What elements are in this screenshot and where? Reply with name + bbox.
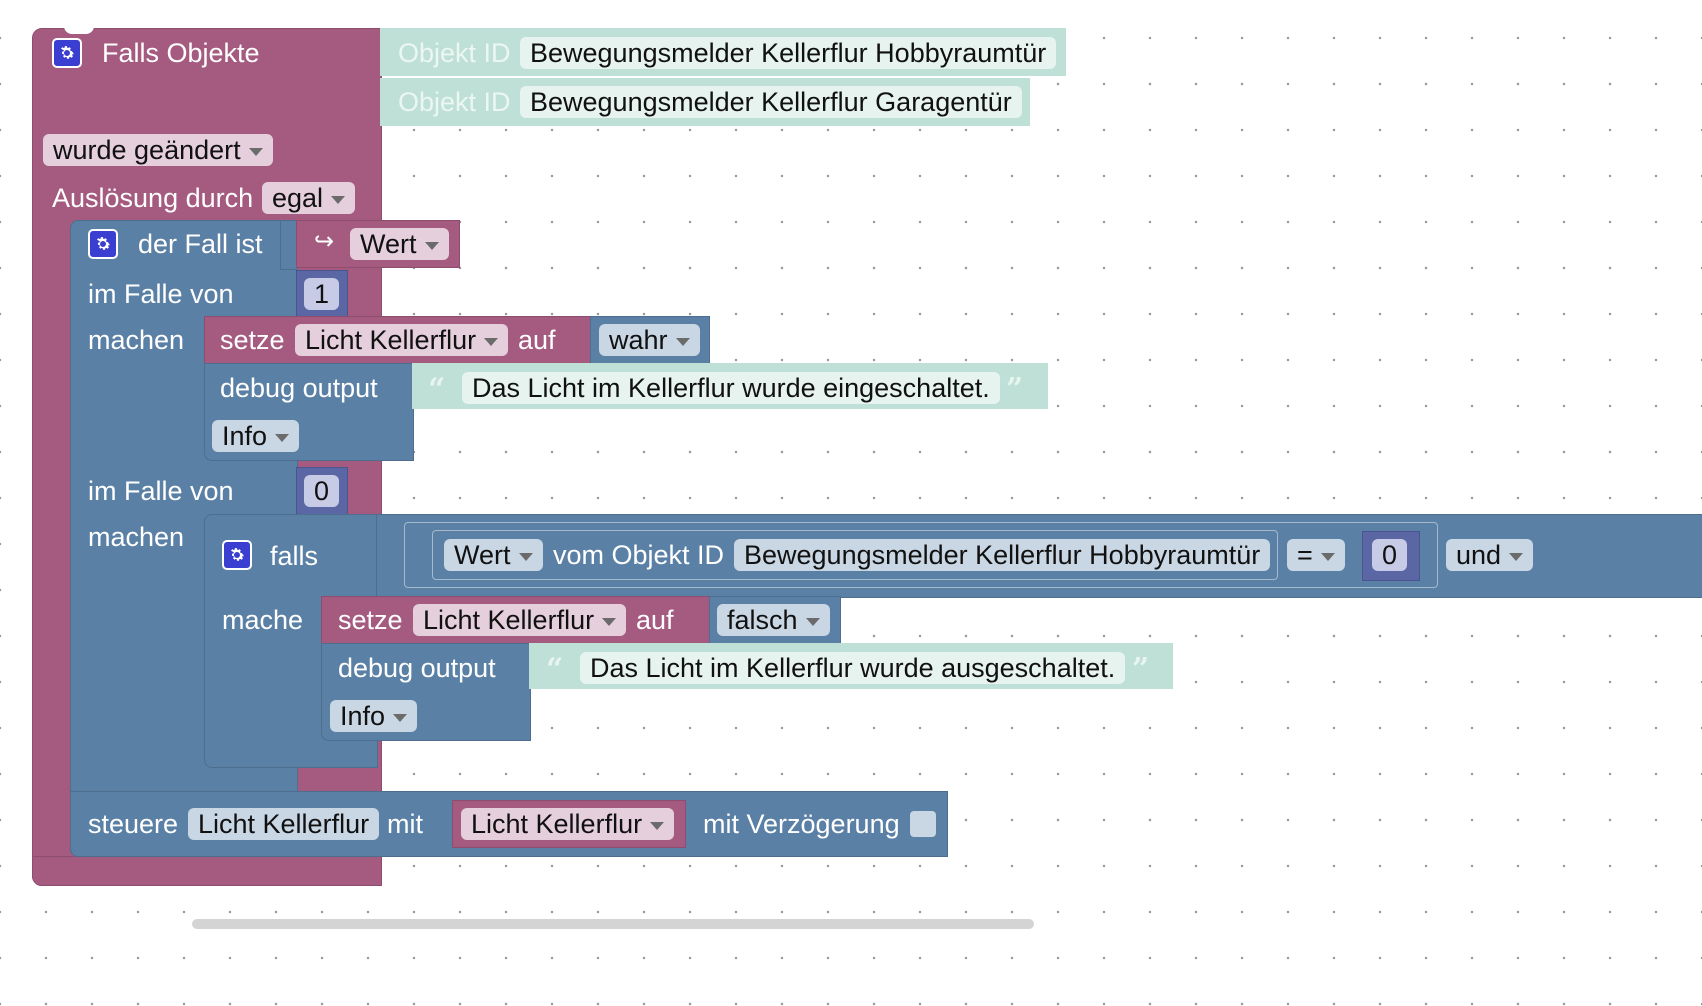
value-dropdown[interactable]: Wert [350, 228, 449, 260]
gear-icon [60, 46, 75, 59]
trigger-gear-icon[interactable] [52, 38, 82, 68]
horizontal-scrollbar[interactable] [192, 919, 1034, 929]
do-label-0: machen [88, 522, 185, 552]
case-label-1: im Falle von [88, 279, 234, 309]
chevron-down-icon [275, 433, 290, 442]
control-target-field[interactable]: Licht Kellerflur [188, 808, 380, 840]
chevron-down-icon [602, 617, 617, 626]
control-source-dropdown[interactable]: Licht Kellerflur [461, 808, 675, 840]
set-var-dropdown-0[interactable]: Licht Kellerflur [413, 604, 627, 636]
set-label-1: setze [220, 325, 285, 355]
debug-text-1[interactable]: Das Licht im Kellerflur wurde eingeschal… [462, 372, 1000, 404]
switch-gear-icon[interactable] [88, 229, 118, 259]
chevron-down-icon [424, 241, 439, 250]
bool-dropdown-1[interactable]: wahr [599, 324, 700, 356]
set-label-0: setze [338, 605, 403, 635]
chevron-down-icon [1509, 552, 1524, 561]
trigger-block-bottom [32, 856, 382, 886]
control-delay-label: mit Verzögerung [703, 809, 900, 839]
trigger-by-label: Auslösung durch [52, 183, 254, 213]
cond-number[interactable]: 0 [1372, 539, 1408, 571]
chevron-down-icon [1320, 552, 1335, 561]
to-label-1: auf [518, 325, 556, 355]
control-label: steuere [88, 809, 179, 839]
debug-label-1: debug output [220, 373, 378, 403]
case0-number[interactable]: 0 [304, 475, 340, 507]
debug-level-dropdown-1[interactable]: Info [212, 420, 300, 452]
switch-title: der Fall ist [138, 229, 263, 259]
case1-number[interactable]: 1 [304, 278, 340, 310]
set-var-dropdown-1[interactable]: Licht Kellerflur [295, 324, 509, 356]
chevron-down-icon [675, 337, 690, 346]
object-id-label-1: Objekt ID [398, 38, 511, 68]
logic-block-outline [404, 522, 1438, 588]
debug-label-0: debug output [338, 653, 496, 683]
trigger-by-dropdown[interactable]: egal [262, 182, 356, 214]
chevron-down-icon [650, 821, 665, 830]
chevron-down-icon [484, 337, 499, 346]
if-gear-icon[interactable] [222, 540, 252, 570]
chevron-down-icon [805, 617, 820, 626]
chevron-down-icon [518, 552, 533, 561]
cond-value-dropdown[interactable]: Wert [444, 539, 543, 571]
do-label-1: machen [88, 325, 185, 355]
gear-icon [230, 548, 245, 561]
gear-icon [96, 237, 111, 250]
cond-operator-dropdown[interactable]: = [1287, 539, 1345, 571]
quote-open-icon: “ [428, 372, 446, 407]
compare-block-outline [432, 530, 1278, 580]
chevron-down-icon [393, 713, 408, 722]
control-with-label: mit [387, 809, 423, 839]
quote-close-icon: ” [1132, 652, 1150, 687]
return-arrow-icon: ↪ [314, 228, 335, 255]
chevron-down-icon [331, 195, 346, 204]
quote-close-icon: ” [1006, 372, 1024, 407]
object-id-value-1[interactable]: Bewegungsmelder Kellerflur Hobbyraumtür [520, 37, 1057, 69]
bool-dropdown-0[interactable]: falsch [717, 604, 830, 636]
chevron-down-icon [248, 147, 263, 156]
condition-dropdown[interactable]: wurde geändert [43, 134, 273, 166]
debug-level-dropdown-0[interactable]: Info [330, 700, 418, 732]
if-label: falls [270, 541, 319, 571]
cond-from-label: vom Objekt ID [553, 540, 725, 570]
to-label-0: auf [636, 605, 674, 635]
logic-operator-dropdown[interactable]: und [1446, 539, 1534, 571]
cond-object-field[interactable]: Bewegungsmelder Kellerflur Hobbyraumtür [734, 539, 1271, 571]
trigger-title: Falls Objekte [102, 38, 260, 68]
object-id-label-2: Objekt ID [398, 87, 511, 117]
quote-open-icon: “ [546, 652, 564, 687]
object-id-value-2[interactable]: Bewegungsmelder Kellerflur Garagentür [520, 86, 1022, 118]
delay-checkbox[interactable] [910, 811, 936, 837]
if-do-label: mache [222, 605, 304, 635]
debug-text-0[interactable]: Das Licht im Kellerflur wurde ausgeschal… [580, 652, 1126, 684]
case-label-0: im Falle von [88, 476, 234, 506]
trigger-top-notch [64, 24, 94, 34]
